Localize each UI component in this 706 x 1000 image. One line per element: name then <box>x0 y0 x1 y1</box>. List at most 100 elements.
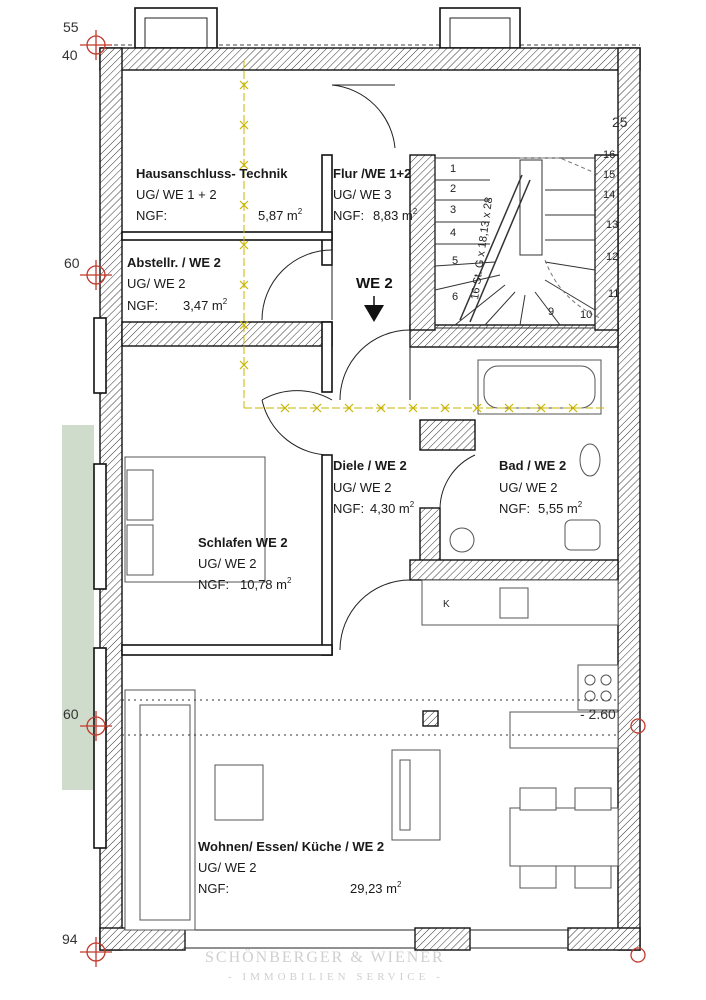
kitchen-cooktop <box>577 664 619 711</box>
axis-marker <box>239 320 249 330</box>
washbasin <box>564 519 601 551</box>
toilet <box>579 443 601 477</box>
wall-abstell-schlafen <box>121 321 333 347</box>
stair-step-number: 13 <box>606 219 618 231</box>
axis-marker <box>239 120 249 130</box>
room-abstellraum: Abstellr. / WE 2 UG/ WE 2 NGF: 3,47 m2 <box>127 255 228 313</box>
stair-step-number: 14 <box>603 189 615 201</box>
wall-schlafen-diele <box>321 454 333 656</box>
stair-step-number: 15 <box>603 169 615 181</box>
room-unit: UG/ WE 2 <box>499 480 558 495</box>
wall-schlafen-wohnen <box>121 644 333 656</box>
entrance-arrow-icon <box>364 305 384 322</box>
left-window-1 <box>93 317 107 394</box>
stair-step-number: 4 <box>450 227 456 239</box>
left-window-3 <box>93 647 107 849</box>
watermark-name: SCHÖNBERGER & WIENER <box>205 948 445 966</box>
room-area: 10,78 m2 <box>240 576 292 592</box>
room-name: Flur /WE 1+2 <box>333 166 411 181</box>
room-schlafen: Schlafen WE 2 UG/ WE 2 NGF: 10,78 m2 <box>198 535 292 592</box>
room-ngf-label: NGF: <box>198 577 229 592</box>
axis-markers <box>239 80 578 413</box>
coffee-table <box>214 764 264 821</box>
room-diele: Diele / WE 2 UG/ WE 2 NGF: 4,30 m2 <box>333 458 415 516</box>
room-area: 3,47 m2 <box>183 297 228 313</box>
window-bay-left <box>134 7 218 49</box>
dim-left-mid: 60 <box>64 255 80 271</box>
room-area: 5,87 m2 <box>258 207 303 223</box>
wall-bad-kueche <box>409 559 619 581</box>
bed <box>124 456 266 583</box>
axis-marker <box>239 80 249 90</box>
axis-marker <box>440 403 450 413</box>
axis-marker <box>280 403 290 413</box>
stair-step-number: 9 <box>548 306 554 318</box>
level-markers <box>80 30 646 967</box>
axis-marker <box>239 200 249 210</box>
room-unit: UG/ WE 3 <box>333 187 392 202</box>
stair-step-number: 3 <box>450 204 456 216</box>
dim-top-right: 25 <box>612 114 628 130</box>
room-wohnen: Wohnen/ Essen/ Küche / WE 2 UG/ WE 2 NGF… <box>198 839 402 896</box>
room-ngf-label: NGF: <box>333 501 364 516</box>
doors <box>261 84 476 651</box>
stair-step-number: 1 <box>450 163 456 175</box>
watermark-subtitle: - IMMOBILIEN SERVICE - <box>228 971 444 983</box>
outer-wall-bottom-left <box>99 927 186 951</box>
room-ngf-label: NGF: <box>136 208 167 223</box>
room-name: Diele / WE 2 <box>333 458 407 473</box>
room-unit: UG/ WE 2 <box>333 480 392 495</box>
stair-step-number: 2 <box>450 183 456 195</box>
dim-bottom-left: 94 <box>62 931 78 947</box>
stair-step-number: 10 <box>580 309 592 321</box>
room-name: Bad / WE 2 <box>499 458 566 473</box>
kitchen-sink <box>499 587 529 619</box>
axis-marker <box>408 403 418 413</box>
axis-marker <box>472 403 482 413</box>
stair-wall <box>409 154 436 331</box>
staircase <box>434 157 601 329</box>
dim-top-left-a: 55 <box>63 19 79 35</box>
wall-diele-bad <box>419 419 476 451</box>
axis-marker <box>536 403 546 413</box>
dining-table <box>509 787 619 889</box>
room-ngf-label: NGF: <box>198 881 229 896</box>
window-bay-right <box>439 7 521 49</box>
room-flur: Flur /WE 1+2 UG/ WE 3 NGF: 8,83 m2 <box>333 166 418 223</box>
axis-marker <box>344 403 354 413</box>
room-unit: UG/ WE 2 <box>127 276 186 291</box>
outer-wall-bottom-right <box>567 927 641 951</box>
axis-marker <box>568 403 578 413</box>
bottom-window <box>184 929 416 949</box>
outer-wall-bottom-mid <box>414 927 471 951</box>
room-name: Hausanschluss- Technik <box>136 166 288 181</box>
room-area: 4,30 m2 <box>370 500 415 516</box>
room-unit: UG/ WE 2 <box>198 556 257 571</box>
stair-step-number: 12 <box>606 251 618 263</box>
kitchen-island <box>509 711 619 749</box>
outer-wall-right <box>617 47 641 951</box>
tv-cabinet <box>391 749 441 841</box>
axis-marker <box>239 360 249 370</box>
room-name: Abstellr. / WE 2 <box>127 255 221 270</box>
room-name: Schlafen WE 2 <box>198 535 288 550</box>
unit-label: WE 2 <box>356 275 393 292</box>
chimney-shaft <box>422 710 439 727</box>
sofa <box>124 689 196 931</box>
dim-top-left-b: 40 <box>62 47 78 63</box>
stair-step-number: 11 <box>608 288 619 300</box>
level-label: - 2.60 <box>580 706 616 722</box>
axis-marker <box>239 280 249 290</box>
axis-marker <box>312 403 322 413</box>
room-unit: UG/ WE 1 + 2 <box>136 187 217 202</box>
outer-wall-top <box>99 47 641 71</box>
left-window-2 <box>93 463 107 590</box>
room-area: 5,55 m2 <box>538 500 583 516</box>
room-ngf-label: NGF: <box>333 208 364 223</box>
axis-marker <box>376 403 386 413</box>
room-area: 29,23 m2 <box>350 880 402 896</box>
garden-area <box>62 425 94 790</box>
axis-marker <box>239 160 249 170</box>
